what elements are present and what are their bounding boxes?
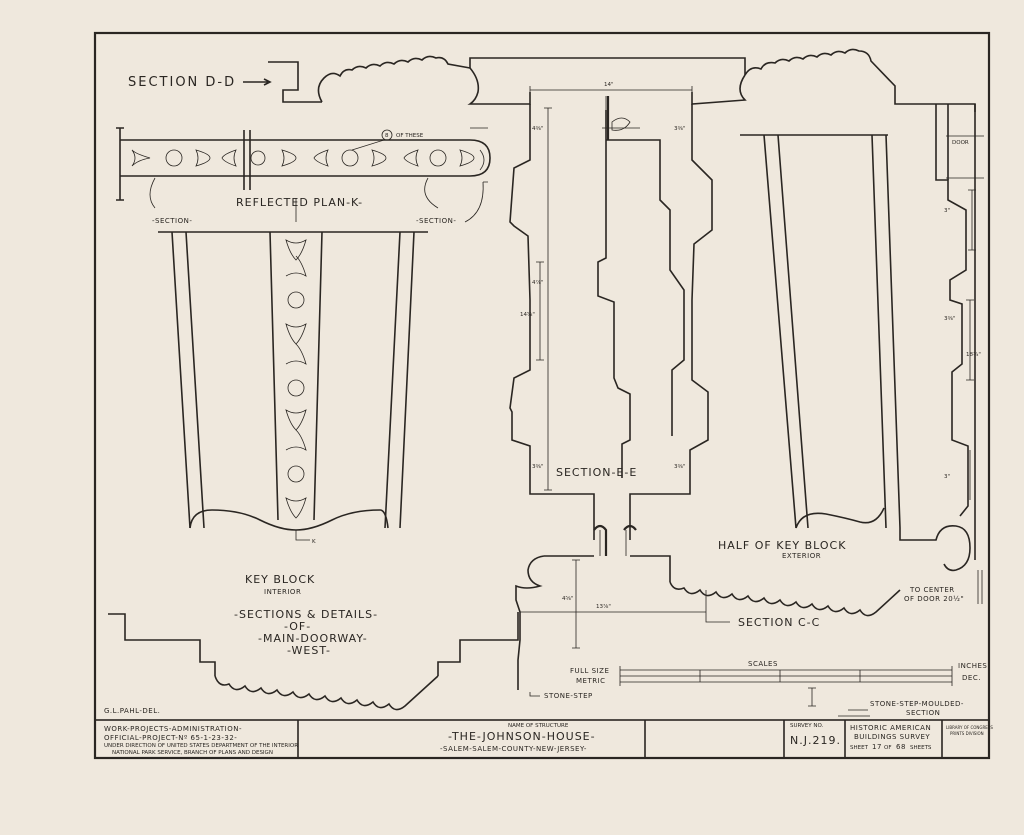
structure-name: -THE-JOHNSON-HOUSE-	[448, 730, 596, 743]
section-dd-profile	[243, 48, 976, 112]
wpa-line-4: NATIONAL PARK SERVICE, BRANCH OF PLANS A…	[112, 750, 273, 756]
inches-label: INCHES	[958, 662, 987, 670]
dim-8: 4⅝"	[562, 596, 573, 602]
section-cc-profile: 13⅞" 4⅝" SECTION C-C	[515, 555, 901, 690]
dim-12: 3"	[944, 474, 950, 480]
sheet-total: 68	[896, 743, 906, 751]
dim-6: 3⅜"	[674, 464, 685, 470]
of-door-label: OF DOOR 20½"	[904, 595, 964, 603]
wpa-line-3: UNDER DIRECTION OF UNITED STATES DEPARTM…	[104, 743, 298, 749]
structure-location: -SALEM-SALEM-COUNTY-NEW-JERSEY-	[440, 745, 587, 753]
dim-top-width: 14"	[604, 82, 614, 88]
west-title: -WEST-	[287, 644, 331, 657]
dim-9: 3"	[944, 208, 950, 214]
half-key-block-exterior: HALF OF KEY BLOCK EXTERIOR DOOR 3" 3⅜" 1…	[718, 104, 984, 604]
stone-step-moulded-label: STONE-STEP-MOULDED-	[870, 700, 964, 708]
dim-1: 4⅜"	[532, 126, 543, 132]
base-profile	[108, 612, 519, 711]
to-center-label: TO CENTER	[909, 586, 955, 594]
survey-no-label: SURVEY NO.	[790, 723, 824, 729]
delineator-label: G.L.PAHL-DEL.	[104, 707, 160, 715]
dim-11: 18¾"	[966, 352, 981, 358]
sheet-suffix: SHEETS	[910, 745, 932, 751]
section-dd-label: SECTION D-D	[128, 75, 236, 90]
main-doorway-title: -MAIN-DOORWAY-	[258, 632, 368, 645]
title-block: WORK-PROJECTS-ADMINISTRATION- OFFICIAL-P…	[94, 719, 993, 759]
dim-4: 14⅝"	[520, 312, 535, 318]
sheet-border	[93, 31, 991, 760]
wpa-line-1: WORK-PROJECTS-ADMINISTRATION-	[104, 725, 242, 733]
key-block-interior: K KEY BLOCK INTERIOR	[158, 231, 428, 596]
reflected-plan-k: 8 OF THESE REFLECTED PLAN-K- -SECTION- -…	[116, 127, 491, 225]
dim-10: 3⅜"	[944, 316, 955, 322]
section-right-label: -SECTION-	[416, 217, 456, 225]
k-mark: K	[312, 539, 316, 545]
full-size-label: FULL SIZE	[570, 667, 609, 675]
sheet-prefix: SHEET	[850, 745, 869, 751]
sheet-no: 17	[872, 743, 882, 751]
section-ee-label: SECTION-E-E	[556, 466, 637, 479]
section-left-label: -SECTION-	[152, 217, 192, 225]
stone-step-label: STONE-STEP	[544, 692, 593, 700]
dim-3: 4⅞"	[532, 280, 543, 286]
loc-line-1: LIBRARY OF CONGRESS	[946, 725, 993, 730]
dim-5: 3⅜"	[532, 464, 543, 470]
door-label: DOOR	[952, 140, 969, 146]
wpa-line-2: OFFICIAL-PROJECT-Nº 65-1-23-32-	[104, 734, 237, 742]
callout-number: 8	[385, 133, 389, 139]
of-title: -OF-	[284, 620, 311, 633]
scales-label: SCALES	[748, 660, 778, 668]
key-block-ornaments	[285, 239, 307, 519]
dim-2: 3⅜"	[674, 126, 685, 132]
reflected-plan-label: REFLECTED PLAN-K-	[236, 196, 363, 209]
metric-label: METRIC	[576, 677, 606, 685]
habs-line-2: BUILDINGS SURVEY	[854, 733, 930, 741]
sections-details-title: -SECTIONS & DETAILS-	[234, 608, 378, 621]
key-block-label: KEY BLOCK	[245, 573, 315, 586]
callout-circle	[381, 129, 393, 141]
section-cc-label: SECTION C-C	[738, 616, 820, 629]
section-lower-label: SECTION	[906, 709, 940, 717]
sheet-of: OF	[884, 745, 892, 751]
half-key-block-exterior-label: EXTERIOR	[782, 552, 821, 560]
loc-line-2: PRINTS DIVISION	[950, 731, 984, 736]
plan-ornaments	[131, 149, 475, 167]
section-ee: 14" 4⅜" 3⅜" 4⅞" 14⅝" 3⅜" 3⅜" SECTION-E-E	[509, 82, 713, 556]
dec-label: DEC.	[962, 674, 981, 682]
survey-no: N.J.219.	[790, 734, 841, 747]
scales-block: SCALES FULL SIZE METRIC INCHES DEC. STON…	[529, 660, 987, 717]
key-block-interior-label: INTERIOR	[264, 588, 301, 596]
half-key-block-label: HALF OF KEY BLOCK	[718, 539, 846, 552]
callout-text: OF THESE	[396, 133, 424, 139]
habs-line-1: HISTORIC AMERICAN	[850, 724, 931, 732]
name-of-structure-label: NAME OF STRUCTURE	[508, 723, 569, 729]
dim-7: 13⅞"	[596, 604, 611, 610]
